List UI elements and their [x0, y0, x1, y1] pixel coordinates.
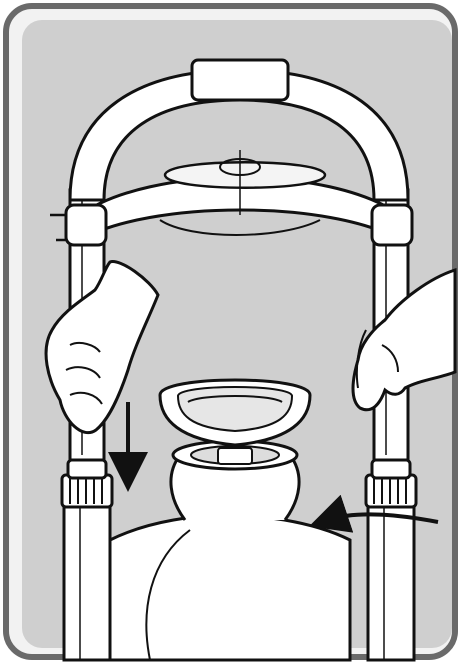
right-lower-pipe — [368, 500, 414, 660]
right-coupling — [366, 460, 416, 507]
left-coupling — [62, 460, 112, 507]
handle-grip — [192, 60, 288, 100]
left-lower-pipe — [64, 500, 110, 660]
